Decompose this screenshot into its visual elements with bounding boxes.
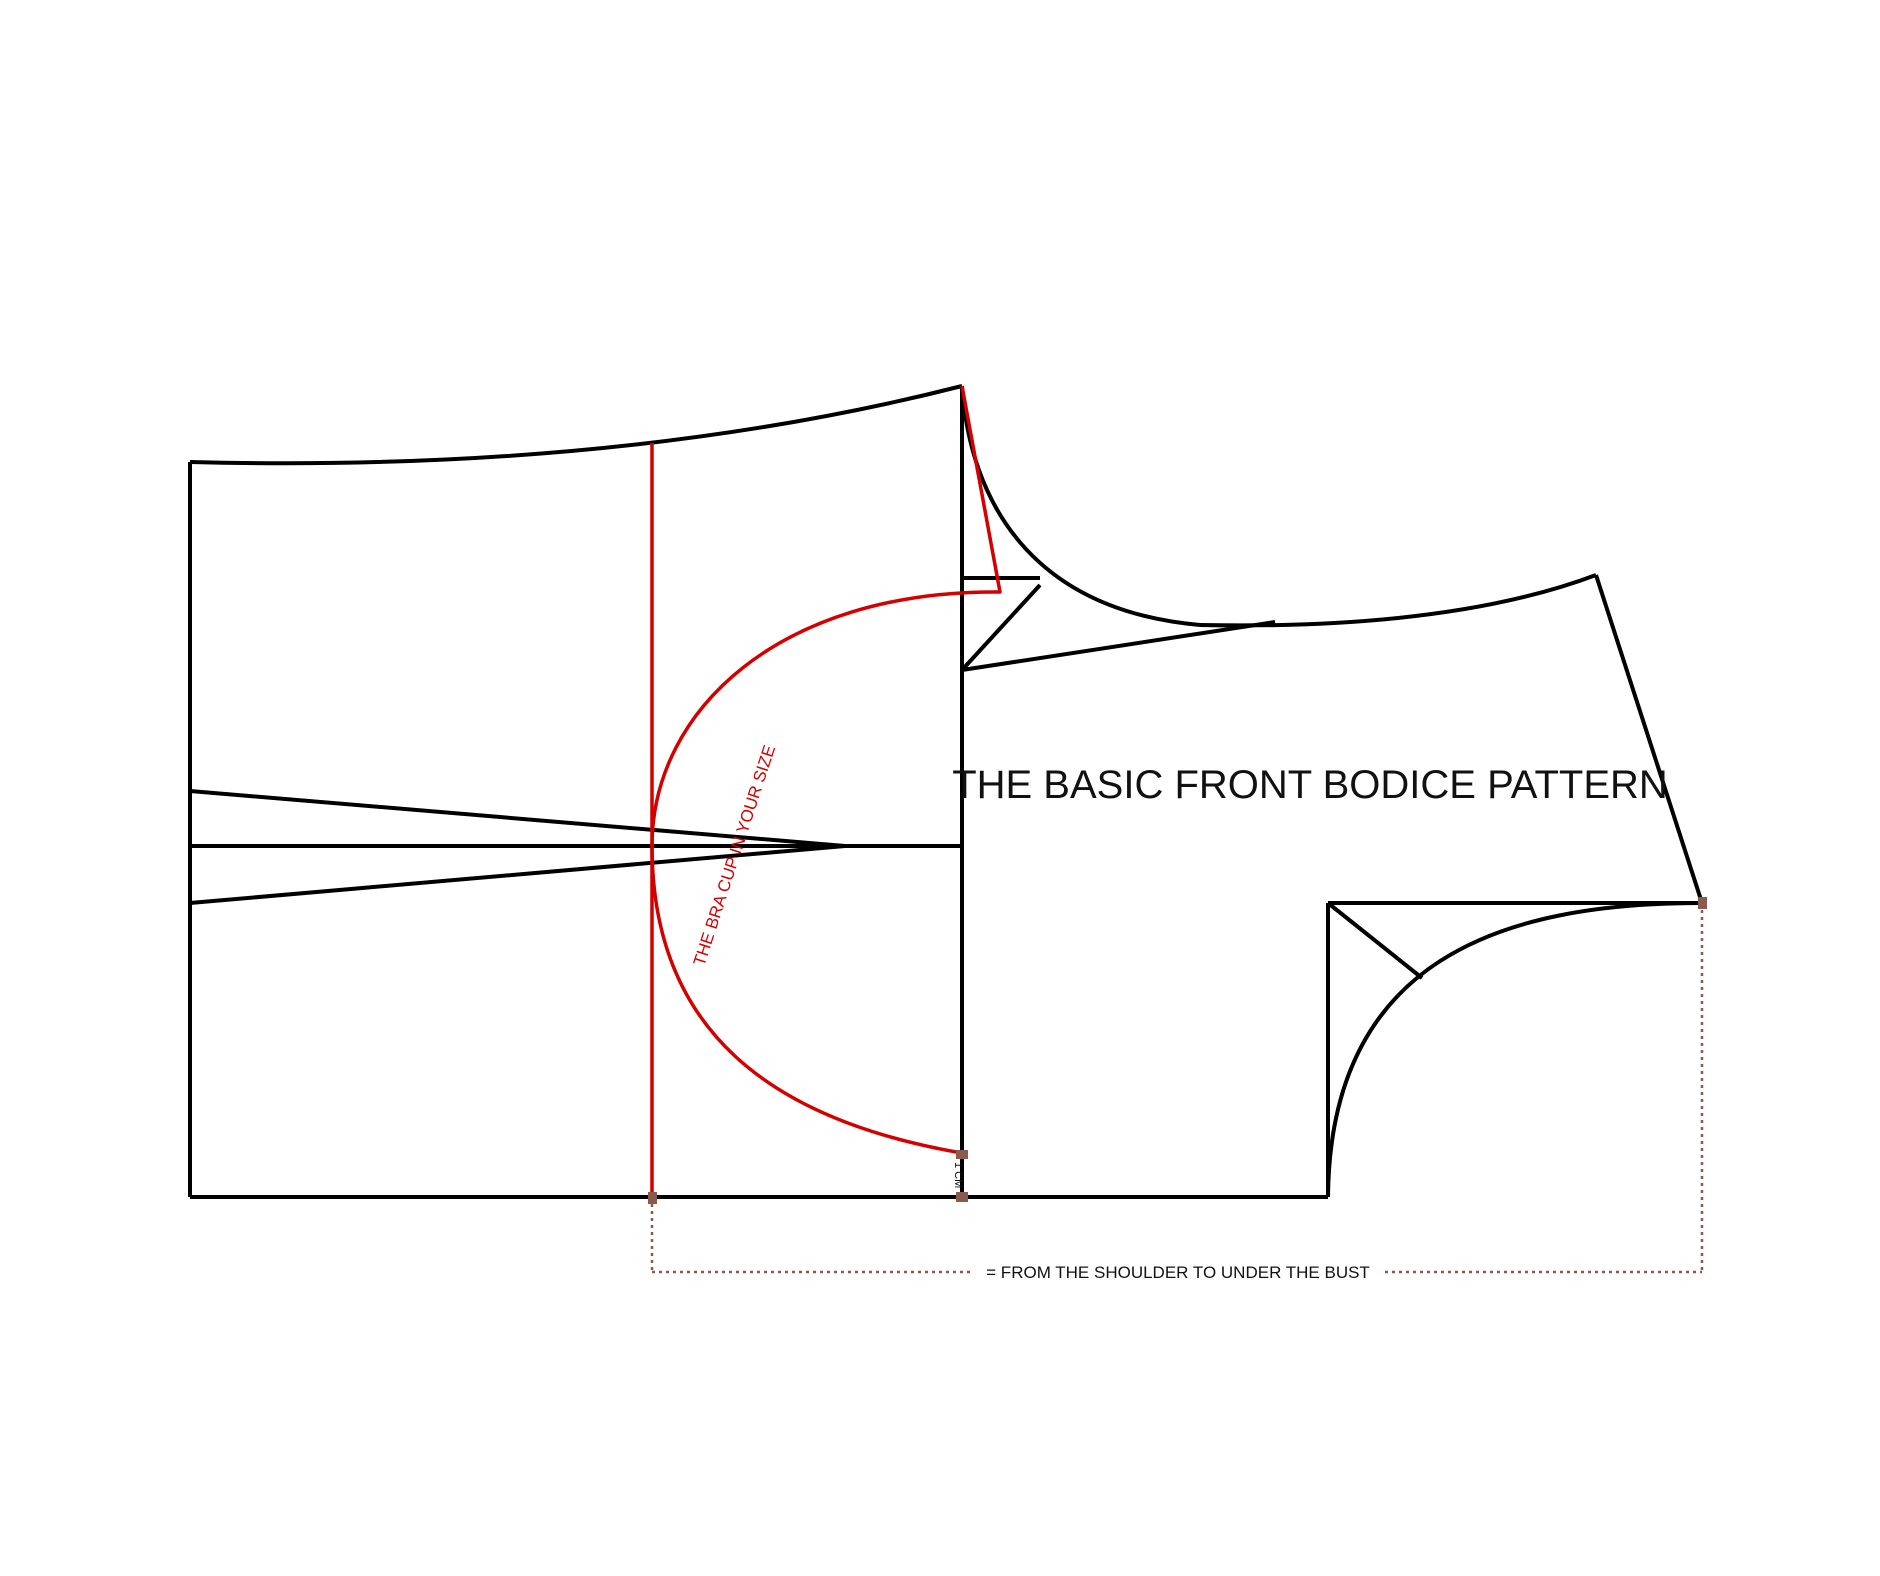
marker-one-cm [956, 1150, 968, 1159]
one-cm-label: 1 CM [952, 1162, 964, 1188]
armhole-diagonal [1326, 901, 1424, 980]
one-cm-marker: 1 CM [952, 1155, 964, 1197]
point-markers [648, 897, 1707, 1204]
left-panel [188, 384, 1328, 1199]
diagram-title: THE BASIC FRONT BODICE PATTERN [952, 763, 1668, 807]
marker-center-bottom [956, 1192, 968, 1202]
bra-cup-construction [650, 385, 1002, 1197]
bra-cup-outline [650, 385, 1002, 1155]
neck-lower-line [961, 620, 1276, 672]
dart-upper-leg [189, 789, 846, 848]
left-panel-top-curve [189, 384, 963, 466]
neckline-curve [960, 385, 1201, 627]
marker-cup-base [648, 1192, 657, 1204]
bra-cup-label: THE BRA CUP IN YOUR SIZE [690, 743, 779, 968]
marker-side-seam [1698, 897, 1707, 909]
side-seam [1594, 574, 1704, 904]
measurement-bracket [650, 903, 1704, 1274]
dart-lower-leg [189, 844, 846, 905]
armhole-curve [1326, 901, 1703, 1198]
shoulder-line [1199, 573, 1597, 628]
right-panel [960, 385, 1704, 1198]
neck-diagonal [960, 583, 1042, 672]
measurement-label: = FROM THE SHOULDER TO UNDER THE BUST [986, 1263, 1370, 1282]
